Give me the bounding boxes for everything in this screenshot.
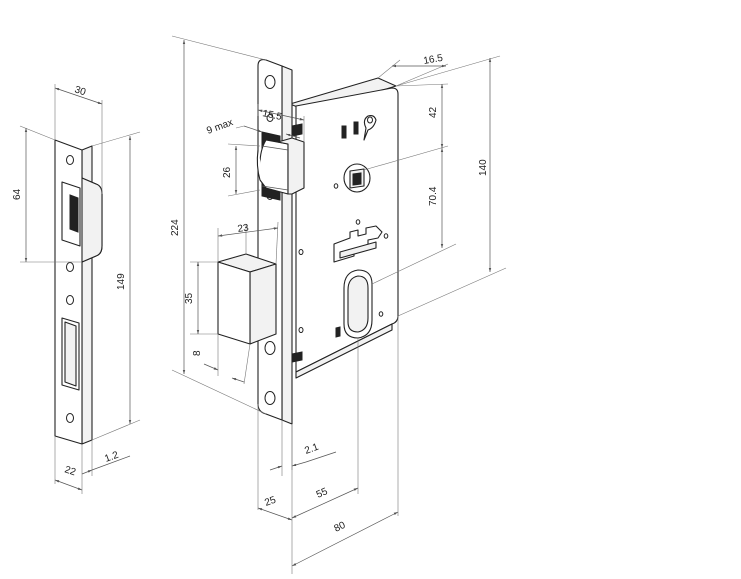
label-body-depth: 80: [332, 520, 347, 535]
label-backset: 55: [315, 486, 330, 501]
lock-dimensions: [171, 35, 507, 574]
label-strike-width: 30: [73, 84, 87, 98]
label-bolt-throw: 8: [192, 350, 203, 356]
label-face-width: 25: [263, 495, 278, 509]
label-face-thickness: 2.1: [303, 442, 320, 457]
dead-bolt: [217, 253, 277, 345]
label-handle-to-cylinder: 70.4: [428, 186, 439, 206]
strike-screw-hole-3: [66, 295, 74, 305]
label-top-to-handle: 42: [428, 106, 439, 118]
label-bolt-width: 23: [237, 222, 250, 235]
label-latch-offset: 15.5: [261, 108, 283, 123]
label-strike-opening: 64: [12, 188, 23, 200]
strike-screw-hole-4: [66, 413, 74, 423]
label-bolt-height: 35: [184, 292, 195, 304]
face-screw-hole-3: [264, 391, 276, 405]
latch-bolt: [256, 137, 305, 195]
label-strike-base: 22: [63, 464, 77, 478]
label-strike-thickness: 1.2: [103, 450, 120, 465]
label-body-height: 140: [478, 159, 489, 176]
face-screw-hole-1: [264, 75, 276, 89]
strike-plate: [54, 139, 103, 445]
label-body-thickness: 16.5: [423, 53, 445, 67]
strike-screw-hole-2: [66, 262, 74, 272]
strike-screw-hole-1: [66, 155, 74, 165]
strike-dimensions: [19, 84, 141, 494]
label-latch-max: 9 max: [205, 117, 234, 137]
label-strike-height: 149: [116, 273, 127, 290]
face-screw-hole-2: [264, 341, 276, 355]
label-face-height: 224: [170, 219, 181, 236]
lock-case: [289, 77, 399, 379]
label-latch-height: 26: [222, 166, 233, 178]
